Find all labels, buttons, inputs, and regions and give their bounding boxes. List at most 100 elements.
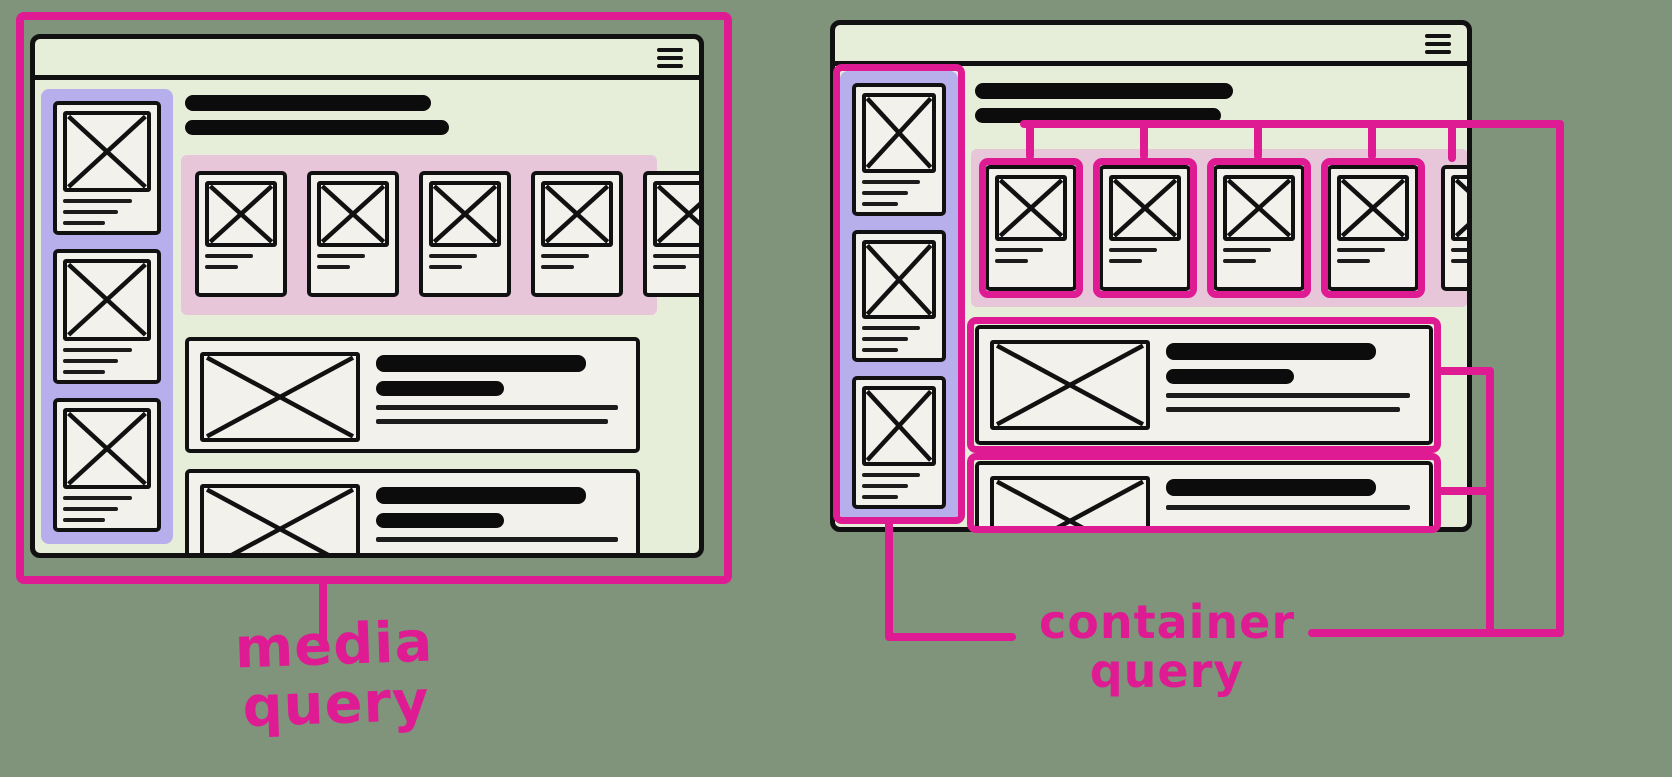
- grid-card: [1099, 165, 1191, 291]
- article-text: [376, 484, 625, 553]
- text-line: [653, 254, 699, 258]
- image-placeholder-icon: [990, 340, 1150, 430]
- grid-card: [419, 171, 511, 297]
- text-line: [862, 337, 908, 342]
- text-line: [1337, 259, 1371, 263]
- heading-bar: [376, 381, 504, 396]
- browser-window-container-query: [830, 20, 1472, 532]
- heading-bar: [376, 487, 586, 504]
- sidebar-card: [53, 101, 161, 236]
- heading-bar: [975, 108, 1221, 123]
- sidebar: [840, 71, 958, 521]
- text-line: [376, 405, 618, 410]
- text-line: [1337, 248, 1385, 252]
- image-placeholder-icon: [653, 181, 699, 247]
- text-line: [1451, 259, 1467, 263]
- heading-bar: [975, 83, 1233, 99]
- text-line: [317, 254, 365, 258]
- grid-card: [1441, 165, 1467, 291]
- image-placeholder-icon: [862, 239, 936, 320]
- grid-card: [985, 165, 1077, 291]
- text-line: [862, 326, 920, 331]
- container-query-label: container query: [1038, 595, 1296, 698]
- image-placeholder-icon: [1337, 175, 1409, 241]
- hamburger-menu-icon: [1425, 34, 1451, 54]
- card-row-strip: [971, 149, 1467, 307]
- text-line: [63, 210, 118, 215]
- image-placeholder-icon: [205, 181, 277, 247]
- image-placeholder-icon: [990, 476, 1150, 527]
- article-card: [185, 337, 640, 453]
- browser-window-media-query: [30, 34, 704, 558]
- article-text: [1166, 340, 1418, 430]
- text-line: [995, 248, 1043, 252]
- card-row-strip: [181, 155, 699, 315]
- text-line: [862, 179, 920, 184]
- text-line: [862, 473, 920, 478]
- grid-card: [643, 171, 699, 297]
- sidebar-card: [53, 397, 161, 532]
- text-line: [63, 358, 118, 363]
- heading-bar: [1166, 369, 1294, 384]
- text-line: [1166, 505, 1411, 510]
- text-line: [63, 369, 106, 374]
- image-placeholder-icon: [862, 386, 936, 467]
- text-line: [1223, 248, 1271, 252]
- text-line: [862, 484, 908, 489]
- image-placeholder-icon: [200, 484, 360, 553]
- image-placeholder-icon: [541, 181, 613, 247]
- text-line: [205, 265, 239, 269]
- text-line: [63, 221, 106, 226]
- text-line: [1109, 259, 1143, 263]
- media-query-label: media query: [233, 609, 435, 741]
- text-line: [1451, 248, 1467, 252]
- text-line: [1166, 407, 1401, 412]
- image-placeholder-icon: [862, 93, 936, 173]
- text-line: [541, 265, 575, 269]
- image-placeholder-icon: [995, 175, 1067, 241]
- text-line: [1109, 248, 1157, 252]
- sidebar-card: [852, 229, 946, 363]
- text-line: [63, 506, 118, 511]
- image-placeholder-icon: [63, 259, 151, 341]
- text-line: [63, 199, 132, 204]
- image-placeholder-icon: [63, 111, 151, 193]
- image-placeholder-icon: [200, 352, 360, 442]
- hamburger-menu-icon: [657, 48, 683, 68]
- text-line: [63, 517, 106, 522]
- heading-bar: [185, 95, 431, 111]
- image-placeholder-icon: [1451, 175, 1467, 241]
- grid-card: [195, 171, 287, 297]
- sidebar-card: [852, 83, 946, 216]
- sidebar: [41, 89, 173, 544]
- heading-bar: [1166, 343, 1376, 360]
- text-line: [862, 201, 898, 206]
- article-text: [376, 352, 625, 438]
- article-card: [185, 469, 640, 553]
- text-line: [1223, 259, 1257, 263]
- heading-bar: [376, 355, 586, 372]
- text-line: [63, 347, 132, 352]
- text-line: [995, 259, 1029, 263]
- heading-bar: [376, 513, 504, 528]
- heading-bar: [1166, 479, 1376, 496]
- text-line: [862, 348, 898, 353]
- text-line: [429, 265, 463, 269]
- sidebar-connector: [885, 520, 1016, 641]
- article-card: [975, 461, 1433, 527]
- sidebar-card: [53, 249, 161, 384]
- article-text: [1166, 476, 1418, 527]
- grid-card: [1213, 165, 1305, 291]
- text-line: [205, 254, 253, 258]
- sidebar-card: [852, 376, 946, 510]
- browser-titlebar: [835, 25, 1467, 66]
- text-line: [376, 537, 618, 542]
- text-line: [317, 265, 351, 269]
- text-line: [1166, 393, 1411, 398]
- heading-bar: [185, 120, 449, 135]
- text-line: [63, 495, 132, 500]
- grid-card: [307, 171, 399, 297]
- text-line: [862, 190, 908, 195]
- article-card: [975, 325, 1433, 445]
